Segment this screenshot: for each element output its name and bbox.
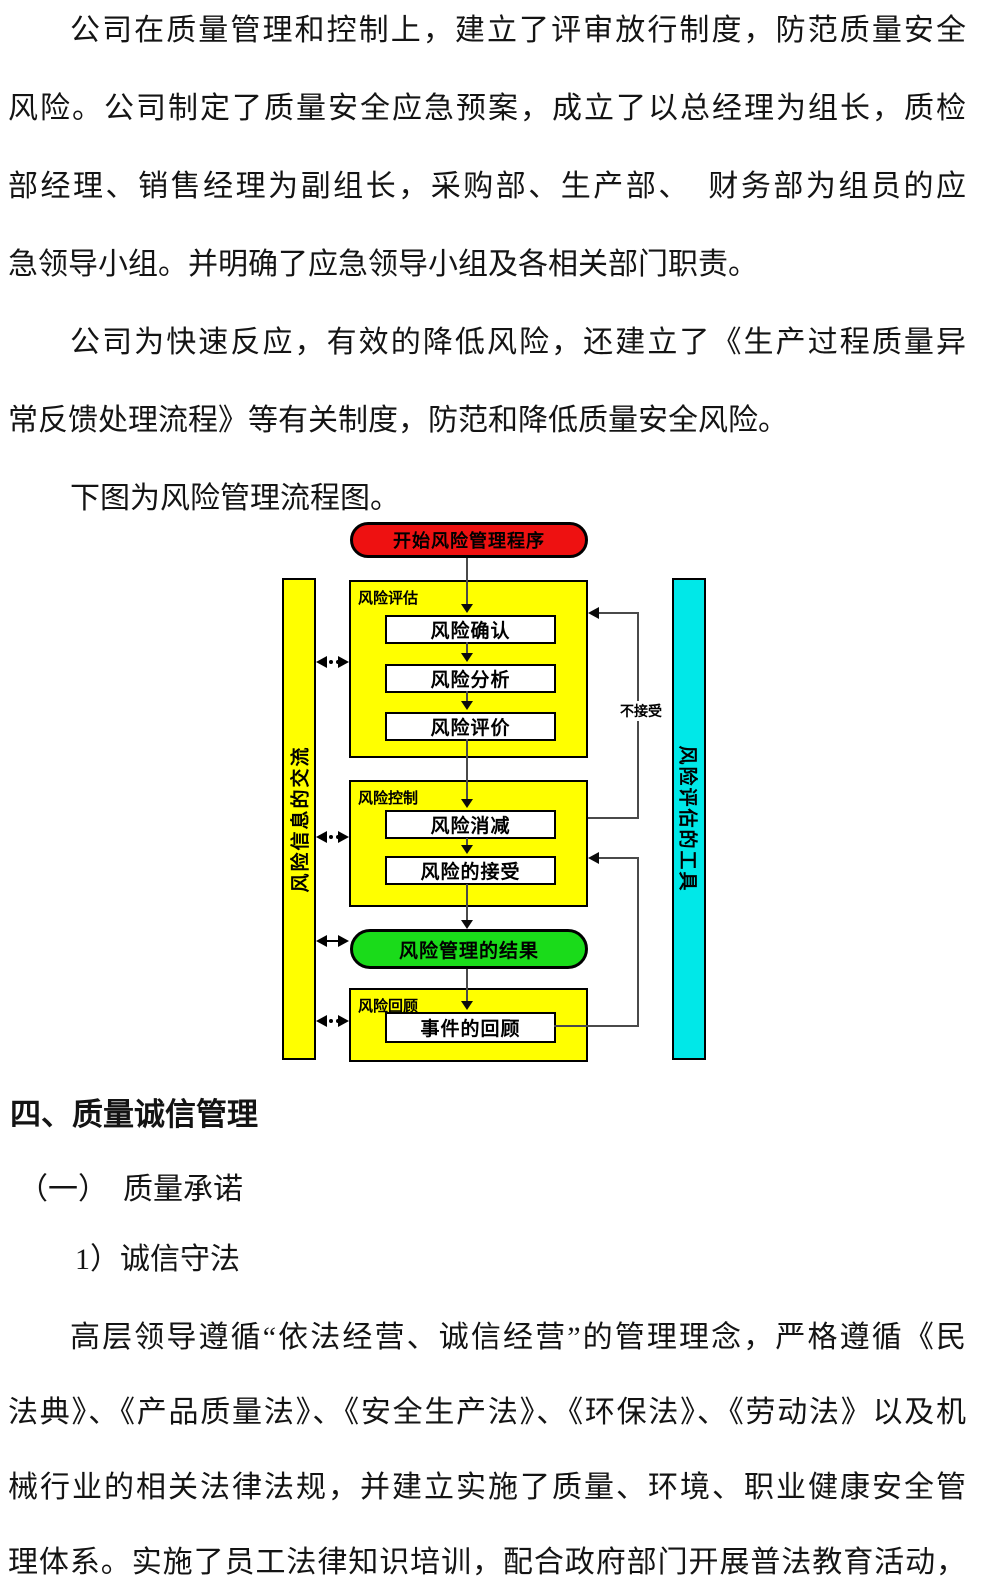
group-label: 风险控制	[358, 790, 419, 807]
risk-review-group: 风险回顾 事件的回顾	[349, 988, 588, 1062]
tools-bar: 风险评估的工具	[672, 578, 706, 1060]
arrowhead-left	[316, 831, 327, 843]
paragraph-line: 法典》、《产品质量法》、《安全生产法》、《环保法》、《劳动法》以及机	[8, 1396, 966, 1429]
not-accepted-label: 不接受	[618, 701, 664, 721]
arrowhead-down	[461, 799, 473, 808]
arrowhead-down	[461, 920, 473, 929]
group-label: 风险评估	[358, 590, 419, 607]
paragraph-line: 风险。公司制定了质量安全应急预案，成立了以总经理为组长，质检	[8, 92, 966, 125]
dot	[329, 835, 333, 839]
risk-control-group: 风险控制 风险消减 风险的接受	[349, 780, 588, 907]
arrowhead-right	[338, 935, 349, 947]
arrowhead-left	[316, 935, 327, 947]
section-heading: 四、质量诚信管理	[10, 1097, 258, 1132]
tools-bar-label: 风险评估的工具	[676, 745, 698, 893]
arrowhead-down	[461, 845, 473, 854]
flow-line	[466, 558, 468, 609]
arrowhead-down	[461, 701, 473, 710]
dot	[329, 660, 333, 664]
arrowhead-left	[588, 852, 599, 864]
flow-line	[466, 884, 468, 921]
arrowhead-down	[461, 653, 473, 662]
paragraph-line: 公司在质量管理和控制上，建立了评审放行制度，防范质量安全	[70, 14, 966, 47]
flow-line	[466, 739, 468, 800]
line	[325, 940, 340, 942]
flow-line	[466, 642, 468, 654]
sub-heading: （一） 质量承诺	[18, 1173, 243, 1206]
flow-line	[466, 691, 468, 702]
exchange-arrow-dotted	[316, 656, 349, 668]
flow-line	[466, 838, 468, 846]
feedback-line	[554, 1025, 638, 1027]
arrowhead-down	[461, 1001, 473, 1010]
step-risk-acceptance: 风险的接受	[385, 856, 556, 885]
paragraph-line: 高层领导遵循“依法经营、诚信经营”的管理理念，严格遵循《民	[70, 1321, 966, 1354]
arrowhead-down	[461, 604, 473, 613]
exchange-arrow-solid	[316, 935, 349, 947]
paragraph-line: 常反馈处理流程》等有关制度，防范和降低质量安全风险。	[8, 404, 788, 437]
result-node: 风险管理的结果	[350, 929, 588, 969]
step-risk-reduction: 风险消减	[385, 810, 556, 839]
communication-bar: 风险信息的交流	[282, 578, 316, 1060]
arrowhead-right	[338, 831, 349, 843]
start-node: 开始风险管理程序	[350, 522, 588, 558]
step-risk-analysis: 风险分析	[385, 664, 556, 693]
arrowhead-left	[316, 1015, 327, 1027]
paragraph-line: 部经理、销售经理为副组长，采购部、生产部、 财务部为组员的应	[8, 170, 966, 203]
feedback-line	[599, 857, 639, 859]
arrowhead-right	[338, 1015, 349, 1027]
communication-bar-label: 风险信息的交流	[290, 745, 312, 893]
paragraph-line: 械行业的相关法律法规，并建立实施了质量、环境、职业健康安全管	[8, 1471, 966, 1504]
paragraph-line: 急领导小组。并明确了应急领导小组及各相关部门职责。	[8, 248, 758, 281]
arrowhead-left	[316, 656, 327, 668]
feedback-line	[637, 858, 639, 1027]
paragraph-line: 公司为快速反应，有效的降低风险，还建立了《生产过程质量异	[70, 326, 966, 359]
arrowhead-left	[588, 607, 599, 619]
exchange-arrow-dotted	[316, 831, 349, 843]
step-risk-identification: 风险确认	[385, 615, 556, 644]
step-event-review: 事件的回顾	[385, 1012, 556, 1043]
group-label: 风险回顾	[358, 998, 419, 1015]
flow-line	[466, 969, 468, 1002]
paragraph-line: 理体系。实施了员工法律知识培训，配合政府部门开展普法教育活动，	[8, 1546, 966, 1577]
feedback-line	[588, 817, 638, 819]
sub-sub-heading: 1）诚信守法	[75, 1243, 240, 1276]
exchange-arrow-dotted	[316, 1015, 349, 1027]
dot	[329, 1019, 333, 1023]
feedback-line	[599, 612, 639, 614]
step-risk-evaluation: 风险评价	[385, 712, 556, 741]
paragraph-line: 下图为风险管理流程图。	[70, 482, 400, 515]
arrowhead-right	[338, 656, 349, 668]
